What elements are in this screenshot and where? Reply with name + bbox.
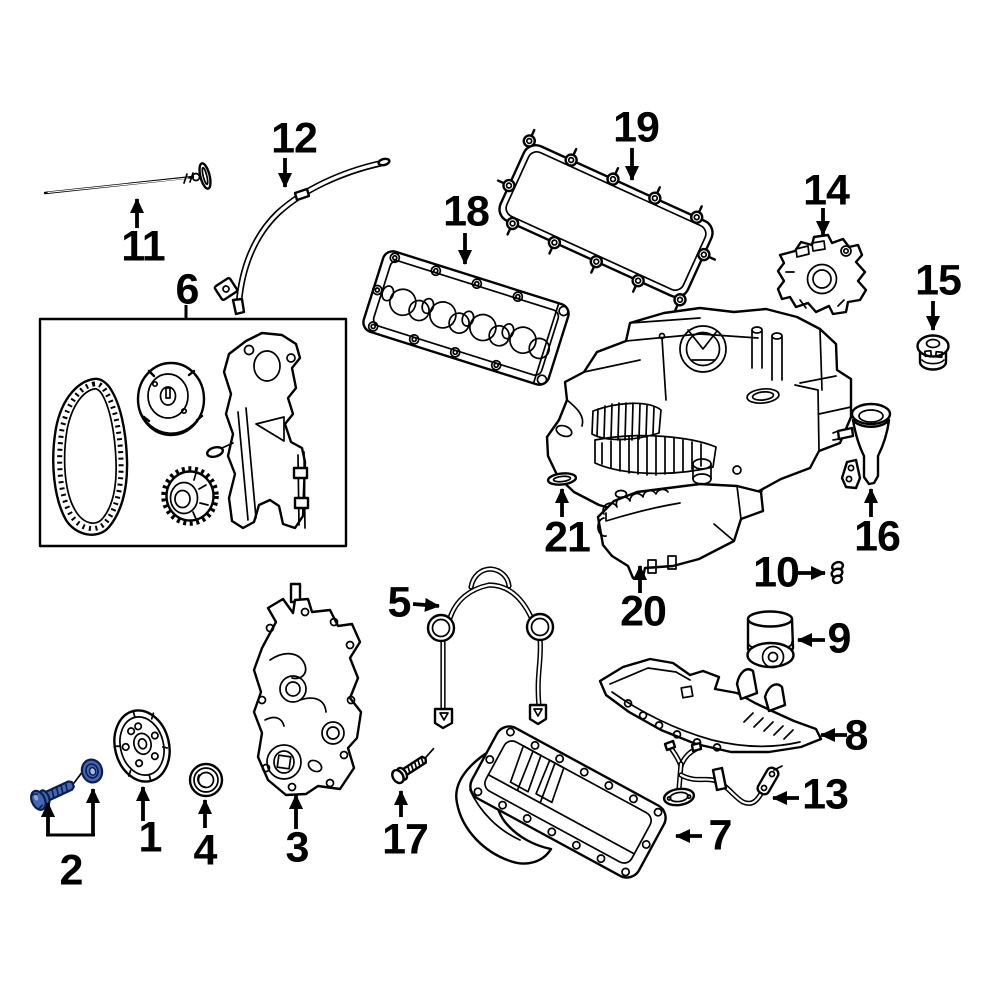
part-dipstick-tube: [213, 157, 391, 316]
callout-11: 11: [121, 222, 165, 271]
callout-14: 14: [803, 166, 850, 215]
part-intake-manifold: [545, 306, 853, 580]
callout-2: 2: [59, 846, 84, 895]
callout-arrows: [41, 148, 940, 843]
callout-17: 17: [382, 815, 429, 864]
callout-18: 18: [443, 187, 490, 236]
callout-4: 4: [193, 826, 218, 875]
part-flexplate: [113, 709, 171, 783]
part-timing-cover: [252, 582, 363, 797]
callout-21: 21: [544, 513, 591, 562]
part-valve-cover-gasket: [496, 128, 716, 312]
callout-5: 5: [387, 578, 412, 627]
callout-7: 7: [708, 811, 733, 860]
part-timing-chain-kit: [38, 317, 348, 548]
part-oil-pan: [455, 725, 667, 879]
part-dipstick: [43, 162, 212, 195]
part-windage-tray: [598, 657, 823, 754]
part-plug-cap: [916, 334, 950, 371]
part-crankshaft-seal: [188, 762, 224, 798]
callout-9: 9: [827, 614, 852, 663]
callout-8: 8: [844, 711, 869, 760]
part-valve-cover: [362, 250, 570, 386]
callout-16: 16: [854, 512, 901, 561]
callout-13: 13: [802, 770, 849, 819]
part-bolt-17: [391, 747, 435, 785]
part-oil-filler-tube: [832, 402, 892, 490]
callout-15: 15: [915, 256, 962, 305]
callout-1: 1: [138, 813, 163, 862]
callout-20: 20: [620, 587, 667, 636]
part-oil-pickup-tube: [662, 739, 783, 807]
callout-12: 12: [271, 114, 318, 163]
callout-3: 3: [285, 823, 310, 872]
part-pump-housing: [776, 233, 868, 316]
part-timing-cover-gasket: [426, 566, 555, 730]
callout-19: 19: [613, 103, 660, 152]
part-oil-filter: [746, 610, 795, 669]
part-seal: [546, 472, 578, 486]
crankshaft-bolt: [30, 780, 76, 811]
callout-6: 6: [175, 265, 200, 314]
part-bolt-10: [830, 560, 845, 585]
crankshaft-washer: [80, 758, 104, 784]
callout-10: 10: [753, 548, 800, 597]
